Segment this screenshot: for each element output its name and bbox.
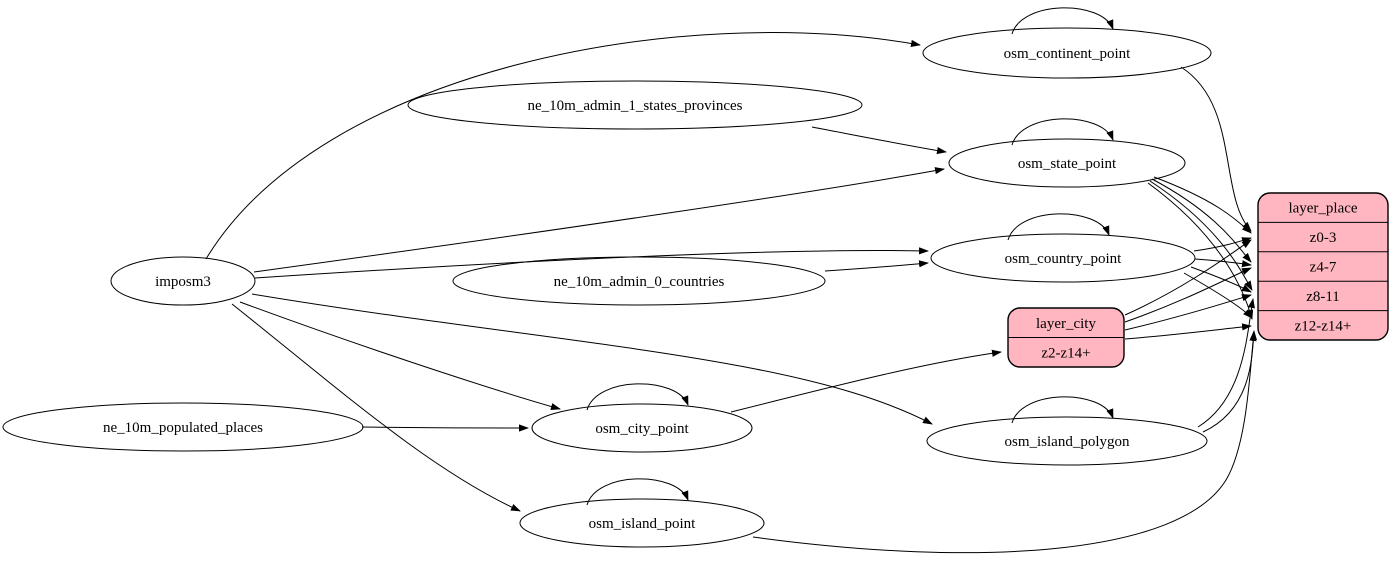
node-label: osm_country_point [1005, 251, 1122, 267]
node-ne_10m_populated_places: ne_10m_populated_places [2, 402, 364, 452]
edge-layer_city-to-layer_place-z8-11 [1124, 294, 1252, 331]
table-ellipse [948, 138, 1186, 188]
node-label: osm_island_point [589, 516, 697, 532]
record-title: layer_city [1036, 316, 1096, 332]
record-row-z4-7: z4-7 [1310, 260, 1337, 276]
node-osm_country_point: osm_country_point [930, 233, 1196, 283]
edge-imposm3-to-osm_island_polygon [251, 293, 933, 425]
node-osm_city_point: osm_city_point [531, 403, 753, 453]
table-ellipse [519, 498, 765, 548]
table-ellipse [407, 80, 863, 130]
table-ellipse [930, 233, 1196, 283]
record-row-z12-z14+: z12-z14+ [1295, 318, 1352, 334]
node-label: osm_state_point [1018, 156, 1117, 172]
edge-imposm3-to-osm_island_point [231, 303, 521, 512]
node-osm_continent_point: osm_continent_point [922, 27, 1212, 79]
edge-imposm3-to-osm_country_point [254, 247, 929, 279]
self-loop-osm_city_point [586, 383, 689, 411]
self-loop-osm_state_point [1011, 118, 1114, 146]
node-layer_city: layer_city z2-z14+ [1007, 307, 1125, 368]
edge-imposm3-to-osm_continent_point [205, 32, 921, 260]
record-row-z0-3: z0-3 [1310, 230, 1337, 246]
edge-osm_continent_point-to-layer_place-z0-3 [1180, 66, 1252, 232]
edge-osm_country_point-to-layer_place-z4-7 [1194, 258, 1252, 268]
edge-layer_city-to-layer_place-z4-7 [1124, 267, 1252, 323]
nodes-layer: imposm3 ne_10m_admin_1_states_provincesne… [2, 27, 1389, 548]
edge-osm_city_point-to-layer_city-z2-z14+ [730, 349, 1002, 413]
node-ne_10m_admin_0_countries: ne_10m_admin_0_countries [452, 256, 826, 306]
record-title: layer_place [1288, 201, 1357, 217]
edges-layer [205, 7, 1258, 554]
node-label: imposm3 [155, 274, 211, 290]
edge-ne_10m_populated_places-to-osm_city_point [361, 424, 529, 432]
table-ellipse [922, 27, 1212, 79]
edge-imposm3-to-osm_city_point [239, 301, 561, 411]
node-imposm3: imposm3 [110, 256, 256, 306]
edge-osm_state_point-to-layer_place-z8-11 [1149, 180, 1253, 291]
node-layer_place: layer_place z0-3 z4-7 z8-11 z12-z14+ [1257, 192, 1389, 341]
edge-imposm3-to-osm_state_point [253, 167, 945, 273]
record-row-z8-11: z8-11 [1306, 289, 1340, 305]
node-label: osm_city_point [595, 421, 689, 437]
self-loop-osm_island_point [586, 478, 689, 506]
edge-osm_state_point-to-layer_place-z0-3 [1153, 176, 1252, 234]
node-label: osm_continent_point [1004, 46, 1131, 62]
self-loop-osm_continent_point [1011, 7, 1114, 35]
self-loop-osm_island_polygon [1011, 396, 1114, 424]
edge-ne_10m_admin_1_states_provinces-to-osm_state_point [811, 126, 947, 155]
edge-layer_city-to-layer_place-z12-z14+ [1124, 323, 1252, 340]
node-ne_10m_admin_1_states_provinces: ne_10m_admin_1_states_provinces [407, 80, 863, 130]
node-osm_island_polygon: osm_island_polygon [926, 416, 1208, 466]
node-label: ne_10m_populated_places [103, 420, 263, 436]
edge-osm_island_point-to-layer_place-z12-z14+ [752, 331, 1257, 554]
edge-osm_state_point-to-layer_place-z4-7 [1151, 178, 1252, 263]
node-label: ne_10m_admin_0_countries [554, 274, 725, 290]
edge-osm_country_point-to-layer_place-z0-3 [1193, 237, 1252, 252]
edge-osm_island_polygon-to-layer_place-z8-11 [1197, 298, 1255, 428]
node-osm_state_point: osm_state_point [948, 138, 1186, 188]
table-ellipse [110, 256, 256, 306]
edge-osm_country_point-to-layer_place-z12-z14+ [1183, 272, 1253, 319]
node-label: ne_10m_admin_1_states_provinces [528, 98, 743, 114]
edge-ne_10m_admin_0_countries-to-osm_country_point [824, 260, 929, 272]
table-ellipse [926, 416, 1208, 466]
node-label: osm_island_polygon [1004, 434, 1130, 450]
table-ellipse [531, 403, 753, 453]
record-row-z2-z14+: z2-z14+ [1041, 345, 1090, 361]
edge-layer_city-to-layer_place-z0-3 [1124, 239, 1252, 316]
edge-osm_country_point-to-layer_place-z8-11 [1190, 266, 1252, 293]
node-osm_island_point: osm_island_point [519, 498, 765, 548]
record-node-box [1257, 192, 1389, 341]
self-loop-osm_country_point [1007, 213, 1110, 241]
